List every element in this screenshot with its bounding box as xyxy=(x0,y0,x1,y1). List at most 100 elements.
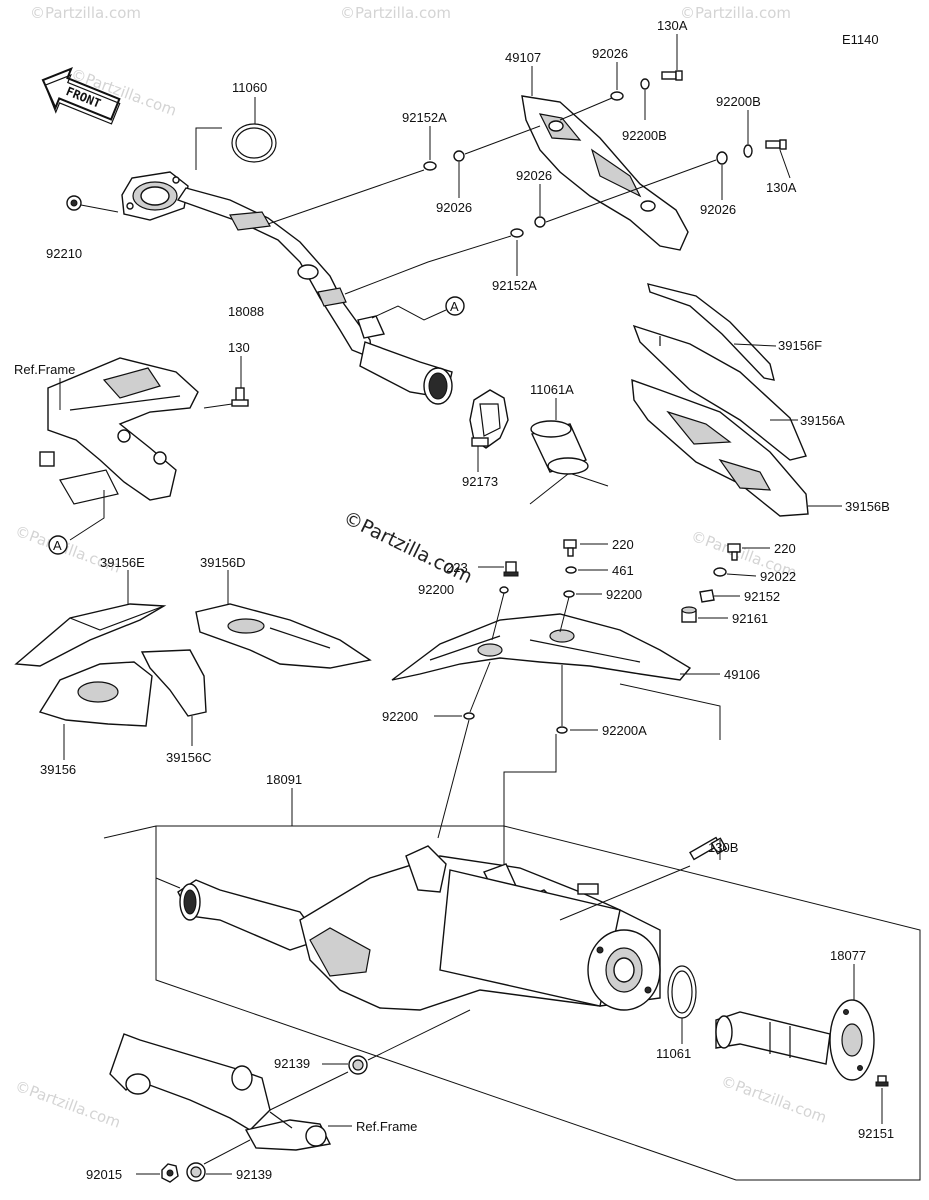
washer-92026-right xyxy=(716,151,728,165)
cover-39156E xyxy=(14,603,167,667)
label-92173: 92173 xyxy=(462,474,498,489)
label-11061: 11061 xyxy=(656,1046,691,1061)
label-11060: 11060 xyxy=(232,80,267,95)
label-130B: 130B xyxy=(708,840,738,855)
bolt-130A-right xyxy=(765,139,787,150)
washer-92152A-top xyxy=(423,161,437,171)
muffler-18091 xyxy=(177,845,661,1011)
label-220-b: 220 xyxy=(774,541,796,556)
cover-39156F xyxy=(647,283,775,381)
label-39156B: 39156B xyxy=(845,499,890,514)
label-92200A: 92200A xyxy=(602,723,647,738)
label-39156A: 39156A xyxy=(800,413,845,428)
label-18091: 18091 xyxy=(266,772,302,787)
label-92022: 92022 xyxy=(760,569,796,584)
label-11061A: 11061A xyxy=(530,382,574,397)
label-92200B-b: 92200B xyxy=(716,94,761,109)
washer-92026-mid xyxy=(453,150,465,162)
gasket-11061 xyxy=(667,965,697,1019)
label-92161: 92161 xyxy=(732,611,768,626)
label-92151: 92151 xyxy=(858,1126,894,1141)
washer-92200-r xyxy=(563,590,575,598)
label-92026-right: 92026 xyxy=(700,202,736,217)
damper-92139-top xyxy=(348,1055,368,1075)
callout-a-text: A xyxy=(53,538,62,553)
nut-92152 xyxy=(699,589,715,603)
washer-92026-top xyxy=(610,91,624,101)
label-223: 223 xyxy=(446,560,468,575)
label-92200-cut: 92200 xyxy=(418,582,454,597)
bolt-220-b xyxy=(727,543,741,561)
bolt-223 xyxy=(503,561,519,577)
washer-92026-center xyxy=(534,216,546,228)
cover-39156A xyxy=(632,324,807,461)
damper-92139-bottom xyxy=(186,1162,206,1182)
nut-92210 xyxy=(66,195,82,211)
callout-a-lower: A xyxy=(48,535,68,555)
washer-92200B-b xyxy=(743,144,753,158)
washer-92200-cut xyxy=(499,586,509,594)
bolt-220-a xyxy=(563,539,577,557)
bolt-130A-top xyxy=(661,70,683,81)
part-labels: 11060 49107 92026 130A 92200B 92200B 921… xyxy=(14,18,894,1182)
heat-guard-49107 xyxy=(521,95,689,251)
label-92015: 92015 xyxy=(86,1167,122,1182)
tailpipe-18077 xyxy=(715,999,875,1081)
washer-92200A xyxy=(556,726,568,734)
washer-461 xyxy=(565,566,577,574)
watermark-text: ©Partzilla.com xyxy=(30,4,141,22)
bolt-130-left xyxy=(231,387,249,407)
label-92200-r: 92200 xyxy=(606,587,642,602)
cover-39156B xyxy=(631,378,809,517)
gasket-11060 xyxy=(231,123,277,163)
frame-lower xyxy=(109,1033,332,1151)
label-92152: 92152 xyxy=(744,589,780,604)
callout-a-text: A xyxy=(450,299,459,314)
label-18077: 18077 xyxy=(830,948,866,963)
nut-92015 xyxy=(161,1163,179,1183)
label-92200-low: 92200 xyxy=(382,709,418,724)
label-92026-mid: 92026 xyxy=(436,200,472,215)
label-92026-center: 92026 xyxy=(516,168,552,183)
washer-92022 xyxy=(713,567,727,577)
washer-92200B-a xyxy=(640,78,650,90)
clamp-92173 xyxy=(469,389,509,449)
watermark-text: ©Partzilla.com xyxy=(680,4,791,22)
cover-39156 xyxy=(38,661,153,727)
label-92139-bottom: 92139 xyxy=(236,1167,272,1182)
grommet-92161 xyxy=(681,606,697,623)
label-130A-top: 130A xyxy=(657,18,688,33)
label-220-a: 220 xyxy=(612,537,634,552)
sleeve-11061A xyxy=(530,420,589,475)
label-49107: 49107 xyxy=(505,50,541,65)
washer-92200-low xyxy=(463,712,475,720)
label-ref-frame-lower: Ref.Frame xyxy=(356,1119,417,1134)
label-18088: 18088 xyxy=(228,304,264,319)
label-39156C: 39156C xyxy=(166,750,212,765)
label-92152A-top: 92152A xyxy=(402,110,447,125)
label-39156D: 39156D xyxy=(200,555,246,570)
label-130-left: 130 xyxy=(228,340,250,355)
diagram-code: E1140 xyxy=(842,32,879,47)
heat-shield-49106 xyxy=(391,613,692,681)
callout-a-upper: A xyxy=(445,296,465,316)
label-39156F: 39156F xyxy=(778,338,822,353)
cover-39156D xyxy=(195,603,372,669)
frame-upper xyxy=(39,357,199,505)
watermark-text: ©Partzilla.com xyxy=(719,1072,829,1127)
label-39156E: 39156E xyxy=(100,555,145,570)
label-92139-top: 92139 xyxy=(274,1056,310,1071)
label-92026-top: 92026 xyxy=(592,46,628,61)
front-arrow-icon: FRONT xyxy=(41,66,121,125)
bolt-130B xyxy=(689,836,728,861)
copyright-text: ©Partzilla.com xyxy=(340,507,476,588)
label-461: 461 xyxy=(612,563,634,578)
label-130A-right: 130A xyxy=(766,180,797,195)
washer-92152A-low xyxy=(510,228,524,238)
label-49106: 49106 xyxy=(724,667,760,682)
label-92210: 92210 xyxy=(46,246,82,261)
label-39156: 39156 xyxy=(40,762,76,777)
cover-39156C xyxy=(140,649,207,717)
watermark-text: ©Partzilla.com xyxy=(340,4,451,22)
